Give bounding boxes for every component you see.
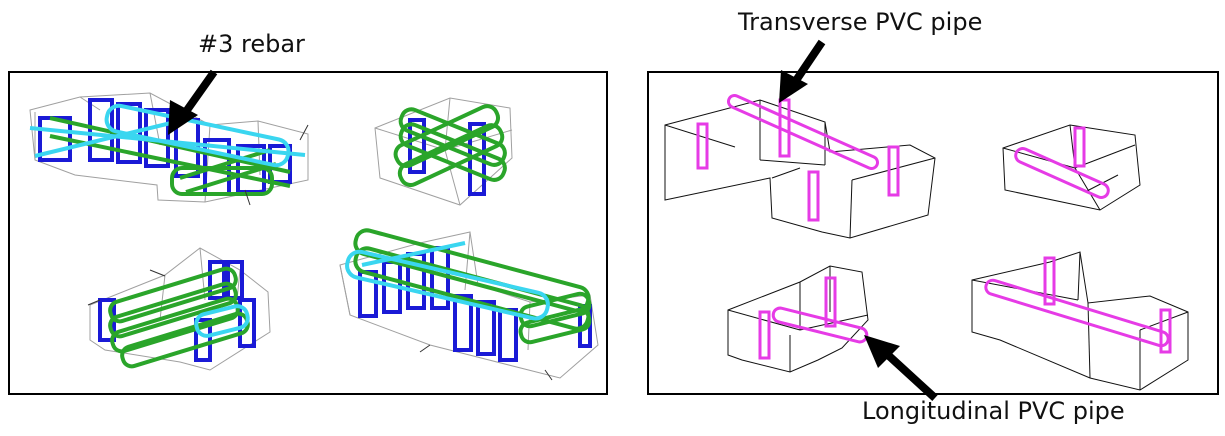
rebar-cage-1: [29, 92, 309, 206]
longitudinal-arrowhead-icon: [864, 335, 900, 368]
pvc-block-a: [664, 99, 936, 239]
longitudinal-pipe-c: [771, 306, 869, 344]
transverse-arrowhead-icon: [779, 70, 808, 103]
transverse-pipe-a2: [696, 122, 709, 170]
longitudinal-pipe-b: [1014, 147, 1110, 199]
longitudinal-pipe-label: Longitudinal PVC pipe: [862, 397, 1125, 425]
rebar-cage-3: [87, 247, 271, 371]
rebar-arrow: [181, 69, 218, 116]
transverse-pipe-a3: [887, 145, 900, 197]
longitudinal-arrow: [885, 352, 938, 401]
transverse-pipe-a1: [778, 98, 791, 158]
rebar-cage-2: [374, 97, 513, 206]
transverse-pipe-c1: [824, 276, 837, 328]
transverse-pipe-d2: [1159, 308, 1172, 354]
rebar-panel-frame: [8, 71, 608, 395]
pvc-pipes: [696, 93, 1172, 360]
longitudinal-pipe-d: [984, 278, 1170, 348]
rebar-cage-4: [339, 228, 599, 381]
transverse-pipe-a4: [807, 170, 820, 222]
transverse-arrow: [791, 39, 826, 85]
transverse-pipe-c2: [758, 310, 771, 360]
pvc-block-c: [727, 265, 869, 373]
rebar-arrowhead-icon: [168, 100, 198, 135]
pvc-panel-frame: [647, 71, 1219, 395]
transverse-pipe-b: [1073, 126, 1086, 168]
longitudinal-pipe-a: [726, 93, 880, 171]
pvc-block-b: [1002, 124, 1141, 211]
rebar-label: #3 rebar: [198, 30, 305, 58]
transverse-pipe-d1: [1043, 256, 1056, 306]
pvc-block-d: [971, 251, 1189, 391]
transverse-pipe-label: Transverse PVC pipe: [738, 8, 983, 36]
